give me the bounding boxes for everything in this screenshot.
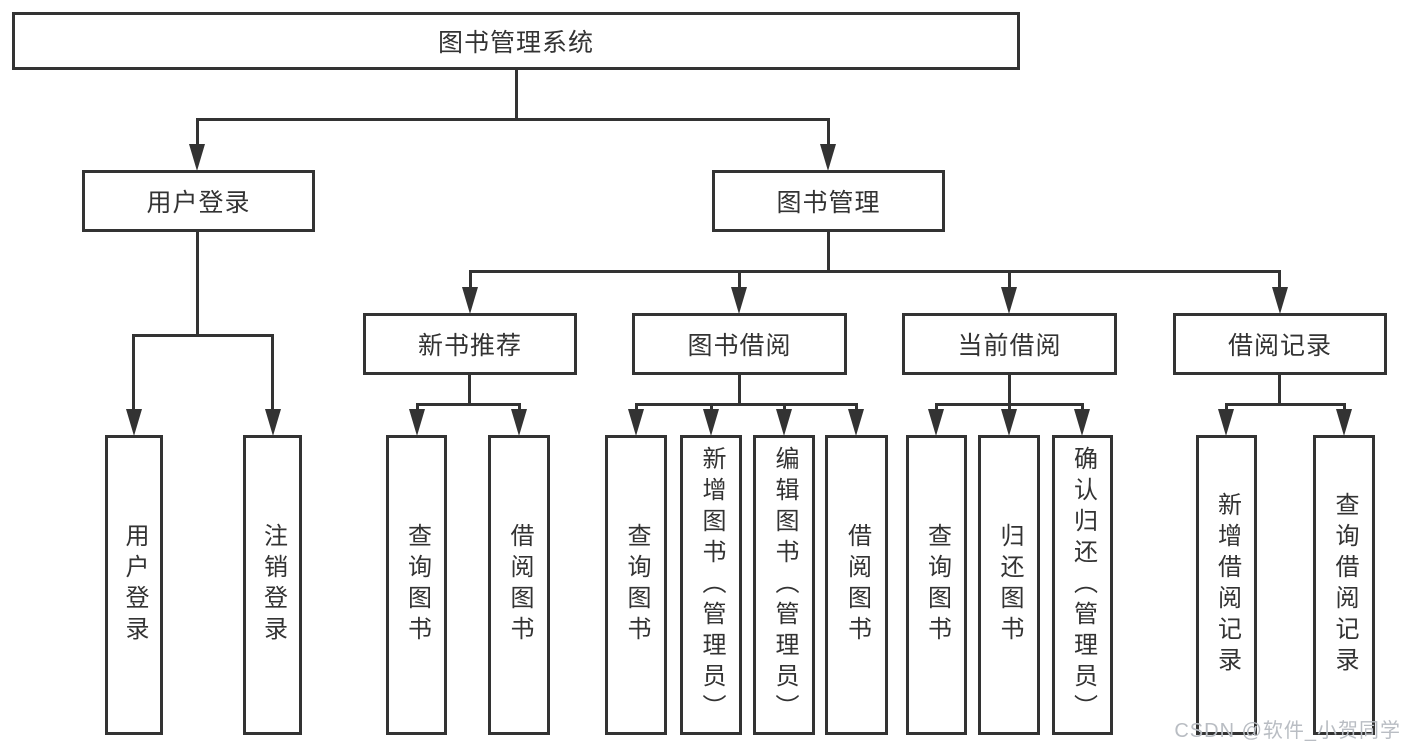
edge-root-stem xyxy=(515,70,518,120)
node-library-management-system: 图书管理系统 xyxy=(12,12,1020,70)
arrowhead-leaf-logout xyxy=(265,409,281,436)
arrowhead-query-books-recommend xyxy=(409,409,425,436)
edge-records-bar xyxy=(1225,403,1345,406)
leaf-add-borrow-record: 新增借阅记录 xyxy=(1196,435,1257,735)
arrowhead-confirm-return xyxy=(1074,409,1090,436)
csdn-watermark: CSDN @软件_小贺同学 xyxy=(1174,720,1401,742)
edge-to-book-management xyxy=(827,118,830,152)
node-label: 用户登录 xyxy=(146,189,251,217)
node-label: 新书推荐 xyxy=(417,332,522,360)
arrowhead-current-borrowing xyxy=(1001,287,1017,314)
node-label: 图书管理 xyxy=(776,189,881,217)
arrowhead-borrowing-records xyxy=(1272,287,1288,314)
leaf-return-books: 归还图书 xyxy=(978,435,1040,735)
node-label: 图书借阅 xyxy=(687,332,792,360)
edge-records-stem xyxy=(1278,375,1281,405)
leaf-query-books-recommend: 查询图书 xyxy=(386,435,447,735)
arrowhead-query-borrow-record xyxy=(1336,409,1352,436)
node-book-borrowing: 图书借阅 xyxy=(632,313,847,375)
leaf-query-books-current: 查询图书 xyxy=(906,435,967,735)
arrowhead-new-book xyxy=(462,287,478,314)
leaf-user-login: 用户登录 xyxy=(105,435,163,735)
leaf-label: 新增借阅记录 xyxy=(1213,492,1241,678)
edge-current-stem xyxy=(1008,375,1011,405)
arrowhead-leaf-user-login xyxy=(126,409,142,436)
node-user-login: 用户登录 xyxy=(82,170,315,232)
leaf-label: 编辑图书（管理员） xyxy=(771,445,798,725)
edge-user-login-stem xyxy=(196,232,199,336)
arrowhead-query-books-current xyxy=(928,409,944,436)
edge-user-login-bar xyxy=(133,334,274,337)
edge-new-book-bar xyxy=(416,403,520,406)
arrowhead-borrow-books-recommend xyxy=(511,409,527,436)
node-book-management: 图书管理 xyxy=(712,170,945,232)
leaf-label: 注销登录 xyxy=(259,523,287,647)
arrowhead-edit-books xyxy=(776,409,792,436)
edge-to-new-book xyxy=(469,270,472,292)
leaf-label: 用户登录 xyxy=(121,523,148,647)
edge-to-leaf-logout xyxy=(271,334,274,414)
leaf-borrow-books: 借阅图书 xyxy=(825,435,888,735)
edge-borrowing-bar xyxy=(635,403,857,406)
leaf-label: 查询借阅记录 xyxy=(1331,492,1358,678)
leaf-label: 归还图书 xyxy=(996,523,1023,647)
leaf-query-books-borrow: 查询图书 xyxy=(605,435,667,735)
node-new-book-recommendation: 新书推荐 xyxy=(363,313,577,375)
arrowhead-add-borrow-record xyxy=(1218,409,1234,436)
leaf-label: 借阅图书 xyxy=(843,523,871,647)
arrowhead-add-books xyxy=(703,409,719,436)
edge-new-book-stem xyxy=(468,375,471,405)
leaf-logout: 注销登录 xyxy=(243,435,302,735)
arrowhead-query-books-borrow xyxy=(628,409,644,436)
leaf-label: 查询图书 xyxy=(923,523,951,647)
arrowhead-borrow-books xyxy=(848,409,864,436)
leaf-confirm-return-admin: 确认归还（管理员） xyxy=(1052,435,1113,735)
node-current-borrowing: 当前借阅 xyxy=(902,313,1117,375)
edge-to-current-borrowing xyxy=(1008,270,1011,292)
node-label: 借阅记录 xyxy=(1227,332,1332,360)
leaf-label: 查询图书 xyxy=(623,523,650,647)
edge-to-leaf-user-login xyxy=(132,334,135,414)
edge-to-user-login xyxy=(196,118,199,152)
edge-to-book-borrowing xyxy=(738,270,741,292)
leaf-label: 新增图书（管理员） xyxy=(698,445,725,725)
leaf-query-borrow-record: 查询借阅记录 xyxy=(1313,435,1375,735)
edge-book-management-bar xyxy=(469,270,1281,273)
arrowhead-return-books xyxy=(1001,409,1017,436)
leaf-add-books-admin: 新增图书（管理员） xyxy=(680,435,742,735)
arrowhead-book-management xyxy=(820,144,836,171)
arrowhead-user-login xyxy=(189,144,205,171)
leaf-label: 查询图书 xyxy=(403,523,431,647)
node-label: 图书管理系统 xyxy=(437,29,594,57)
edge-book-management-stem xyxy=(827,232,830,272)
leaf-label: 确认归还（管理员） xyxy=(1069,445,1097,725)
node-label: 当前借阅 xyxy=(957,332,1062,360)
arrowhead-book-borrowing xyxy=(731,287,747,314)
edge-borrowing-stem xyxy=(738,375,741,405)
node-borrowing-records: 借阅记录 xyxy=(1173,313,1387,375)
edge-root-bar xyxy=(197,118,830,121)
leaf-borrow-books-recommend: 借阅图书 xyxy=(488,435,550,735)
edge-to-borrowing-records xyxy=(1278,270,1281,292)
leaf-edit-books-admin: 编辑图书（管理员） xyxy=(753,435,815,735)
leaf-label: 借阅图书 xyxy=(506,523,533,647)
